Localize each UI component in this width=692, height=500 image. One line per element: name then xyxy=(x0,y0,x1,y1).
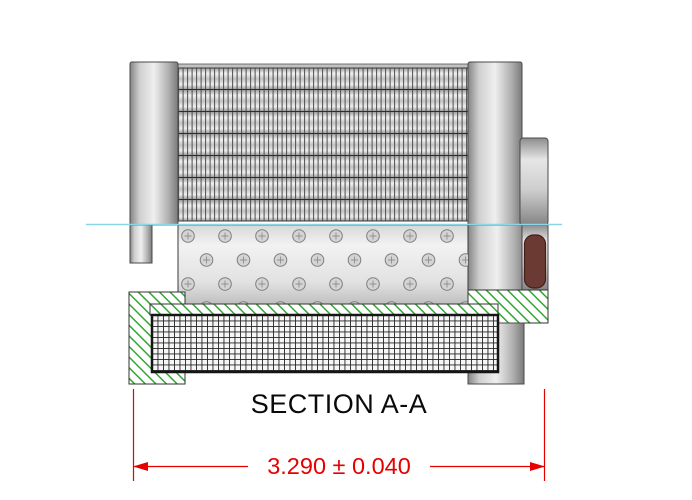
pleat-block xyxy=(177,67,469,222)
dimension-arrow-right xyxy=(530,462,545,471)
pleated-media xyxy=(177,63,469,222)
port-upper xyxy=(519,137,549,226)
wire-mesh xyxy=(150,313,500,374)
left-cap-step xyxy=(129,224,153,264)
seal-oring xyxy=(523,234,547,289)
hatch-bottom-strip xyxy=(149,303,499,316)
section-label: SECTION A-A xyxy=(251,389,428,419)
dimension-annotation: 3.290 ± 0.040 xyxy=(132,389,546,481)
left-cap-body xyxy=(129,61,179,226)
dimension-text: 3.290 ± 0.040 xyxy=(267,453,411,479)
right-end-cap xyxy=(467,61,527,291)
core-perforations xyxy=(178,225,468,306)
perforated-core xyxy=(177,224,469,307)
right-cap-lower xyxy=(467,224,527,291)
right-cap-body xyxy=(467,61,523,226)
mesh-band xyxy=(150,313,500,374)
dimension-arrow-left xyxy=(133,462,148,471)
